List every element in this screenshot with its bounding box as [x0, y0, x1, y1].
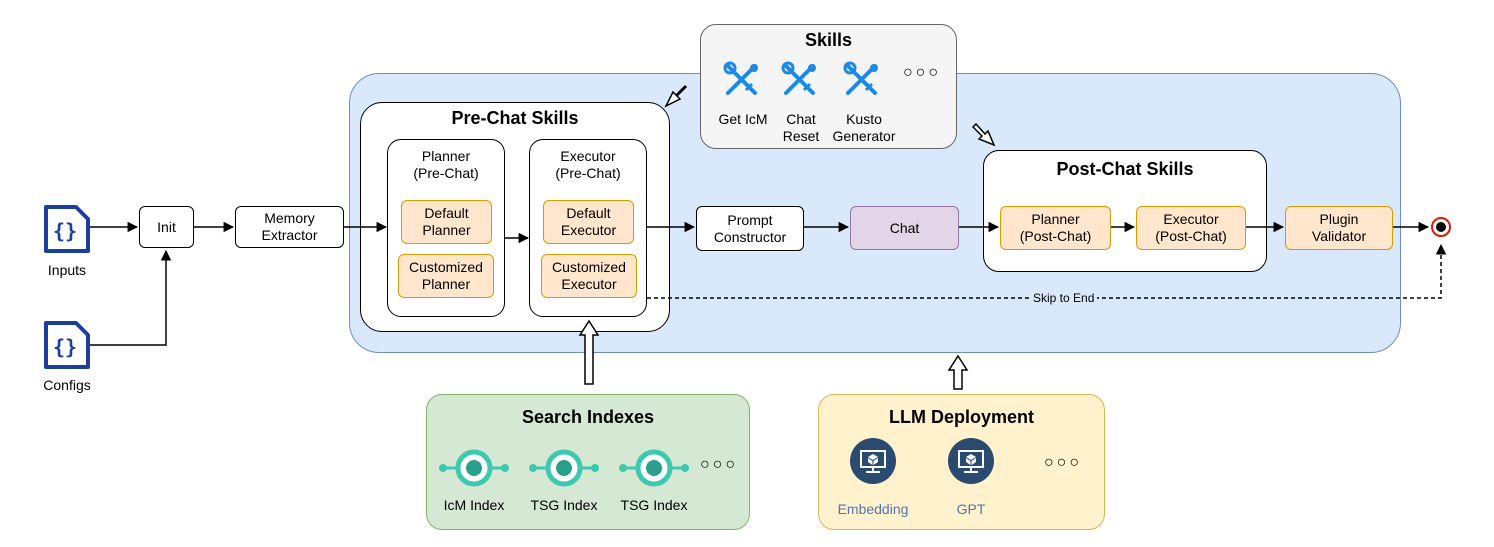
- json-file-icon: {}: [44, 321, 90, 369]
- pre-chat-skills-title: Pre-Chat Skills: [451, 108, 579, 128]
- end-state-marker: [1432, 218, 1450, 236]
- post-chat-skills-title: Post-Chat Skills: [1056, 159, 1194, 179]
- memory-extractor-node[interactable]: Memory Extractor: [235, 206, 344, 248]
- llm-deployment-more-dots: ○○○: [1044, 454, 1082, 471]
- default-planner[interactable]: Default Planner: [401, 200, 492, 244]
- svg-text:{}: {}: [53, 219, 77, 243]
- skill-chat-reset-label: Chat Reset: [782, 111, 820, 144]
- tsg-index-label: TSG Index: [530, 497, 598, 513]
- search-index-icon: [529, 449, 599, 487]
- gpt-label: GPT: [956, 501, 986, 517]
- chat-node[interactable]: Chat: [850, 206, 959, 250]
- monitor-cube-icon: [850, 438, 896, 484]
- skill-get-icm-label: Get IcM: [718, 111, 768, 127]
- wrench-screwdriver-icon: [843, 61, 878, 95]
- post-chat-executor[interactable]: Executor (Post-Chat): [1136, 206, 1246, 250]
- embedding-label: Embedding: [837, 501, 909, 517]
- icm-index-label: IcM Index: [443, 497, 505, 513]
- svg-text:{}: {}: [53, 335, 77, 359]
- monitor-cube-icon: [948, 438, 994, 484]
- search-indexes-more-dots: ○○○: [700, 456, 738, 473]
- skills-title: Skills: [804, 30, 853, 50]
- search-index-icon: [439, 449, 509, 487]
- skills-more-dots: ○○○: [903, 64, 941, 81]
- customized-planner[interactable]: Customized Planner: [398, 254, 494, 298]
- json-file-icon: {}: [44, 205, 90, 253]
- plugin-validator-node[interactable]: Plugin Validator: [1285, 206, 1393, 250]
- llm-deployment-title: LLM Deployment: [888, 407, 1034, 427]
- init-node[interactable]: Init: [139, 206, 194, 248]
- tsg-index-label: TSG Index: [620, 497, 688, 513]
- post-chat-planner[interactable]: Planner (Post-Chat): [1000, 206, 1111, 250]
- pre-chat-executor-title: Executor (Pre-Chat): [555, 148, 621, 181]
- customized-executor[interactable]: Customized Executor: [541, 254, 637, 298]
- inputs-label: Inputs: [47, 262, 87, 278]
- search-index-icon: [619, 449, 689, 487]
- pre-chat-planner-title: Planner (Pre-Chat): [413, 148, 479, 181]
- wrench-screwdriver-icon: [781, 61, 816, 95]
- skill-kusto-generator-label: Kusto Generator: [832, 111, 896, 144]
- skills-group: [700, 24, 957, 149]
- search-indexes-title: Search Indexes: [521, 407, 655, 427]
- configs-label: Configs: [43, 377, 91, 393]
- prompt-constructor-node[interactable]: Prompt Constructor: [696, 206, 804, 251]
- skip-to-end-label: Skip to End: [1030, 290, 1098, 306]
- default-executor[interactable]: Default Executor: [543, 200, 634, 244]
- wrench-screwdriver-icon: [723, 61, 758, 95]
